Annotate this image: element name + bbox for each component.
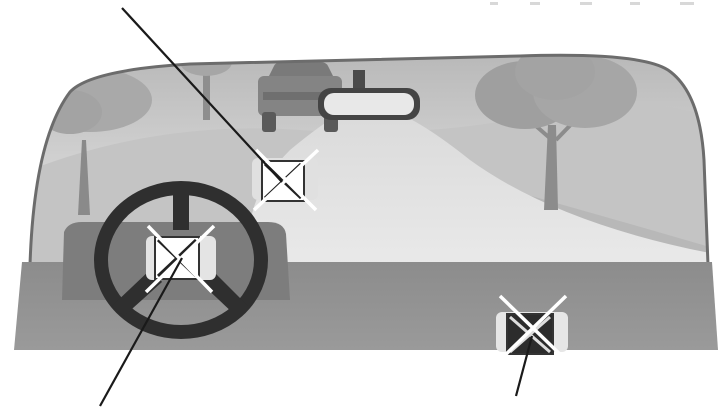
cropped-edge-marks [490,2,694,5]
